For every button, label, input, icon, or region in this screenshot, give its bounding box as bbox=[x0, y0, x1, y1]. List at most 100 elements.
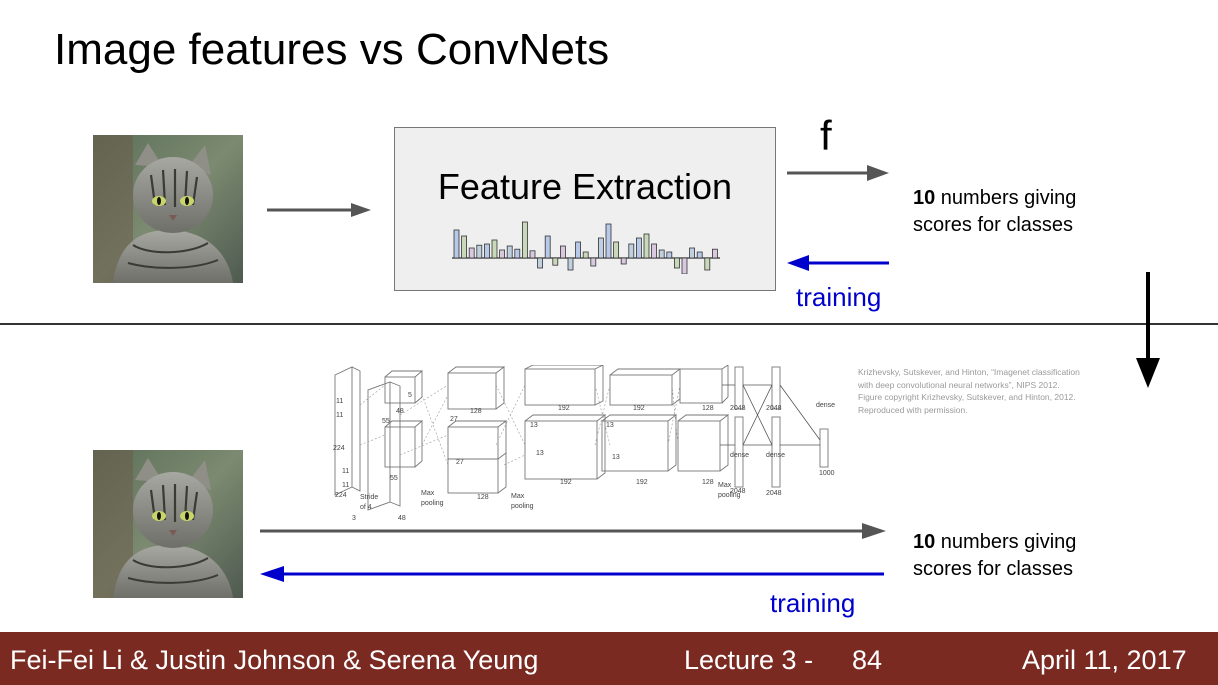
net-label-5: 5 bbox=[408, 392, 412, 399]
histogram-bar bbox=[605, 223, 612, 259]
histogram-bar bbox=[704, 257, 711, 271]
net-label-11d: 11 bbox=[342, 482, 349, 489]
net-label-13c: 13 bbox=[606, 422, 614, 429]
cat-image-bottom bbox=[93, 450, 243, 598]
net-label-192d: 192 bbox=[636, 479, 648, 486]
histogram-bar bbox=[651, 243, 658, 259]
histogram-bar bbox=[597, 237, 604, 259]
histogram-bar bbox=[643, 233, 650, 259]
net-label-dense3: dense bbox=[816, 402, 835, 409]
top-output-text: 10 numbers giving scores for classes bbox=[913, 185, 1076, 239]
histogram-bar bbox=[666, 251, 673, 259]
histogram-bar bbox=[522, 221, 528, 259]
net-label-55a: 55 bbox=[382, 418, 390, 425]
feature-histogram bbox=[452, 221, 720, 274]
cat-image-top bbox=[93, 135, 243, 283]
net-label-13d: 13 bbox=[612, 454, 620, 461]
net-label-128a: 128 bbox=[470, 408, 482, 415]
arrow-top-training bbox=[787, 255, 889, 271]
histogram-bar bbox=[628, 243, 635, 259]
histogram-bar bbox=[673, 257, 680, 269]
alexnet-diagram: 11 11 224 11 11 224 Stride of 4 3 55 55 … bbox=[333, 365, 835, 522]
histogram-bar bbox=[506, 245, 513, 259]
histogram-bar bbox=[635, 237, 642, 259]
top-training-label: training bbox=[796, 282, 882, 312]
net-label-2048a: 2048 bbox=[730, 405, 746, 412]
net-label-48a: 48 bbox=[396, 408, 404, 415]
histogram-bar bbox=[552, 257, 559, 266]
net-label-dense1: dense bbox=[730, 452, 749, 459]
net-label-3: 3 bbox=[352, 515, 356, 522]
net-label-128b: 128 bbox=[477, 494, 489, 501]
net-label-dense2: dense bbox=[766, 452, 785, 459]
histogram-bar bbox=[696, 251, 703, 259]
histogram-bar bbox=[658, 249, 665, 259]
footer-date: April 11, 2017 bbox=[1022, 645, 1187, 675]
histogram-bar bbox=[499, 249, 505, 259]
citation-text: Krizhevsky, Sutskever, and Hinton, “Imag… bbox=[858, 367, 1080, 415]
histogram-bar bbox=[590, 257, 597, 267]
function-f-label: f bbox=[820, 112, 832, 159]
net-label-of4: of 4 bbox=[360, 504, 372, 511]
histogram-bar bbox=[476, 244, 483, 259]
net-label-48b: 48 bbox=[398, 515, 406, 522]
section-divider bbox=[0, 323, 1218, 325]
net-label-2048b: 2048 bbox=[766, 405, 782, 412]
histogram-bar bbox=[484, 243, 490, 259]
slide-footer: Fei-Fei Li & Justin Johnson & Serena Yeu… bbox=[0, 632, 1218, 685]
net-label-55b: 55 bbox=[390, 475, 398, 482]
arrow-bottom-forward bbox=[260, 523, 886, 539]
footer-lecture: Lecture 3 - bbox=[684, 645, 814, 675]
histogram-bar bbox=[453, 229, 460, 259]
net-label-11a: 11 bbox=[336, 398, 343, 405]
histogram-bar bbox=[689, 247, 696, 259]
net-label-13a: 13 bbox=[530, 422, 538, 429]
arrow-to-feature-extraction bbox=[267, 203, 371, 217]
bottom-output-count: 10 bbox=[913, 531, 936, 553]
net-label-max2: Max bbox=[511, 493, 525, 500]
histogram-bar bbox=[544, 235, 551, 259]
net-label-pooling1: pooling bbox=[421, 500, 444, 507]
top-output-line1: 10 numbers giving bbox=[913, 187, 1077, 209]
footer-page-number: 84 bbox=[852, 645, 883, 675]
histogram-bar bbox=[681, 257, 688, 274]
net-label-192b: 192 bbox=[633, 405, 645, 412]
histogram-bar bbox=[620, 257, 627, 265]
net-label-11b: 11 bbox=[336, 412, 343, 419]
histogram-bar bbox=[468, 247, 475, 259]
feature-extraction-label: Feature Extraction bbox=[437, 166, 733, 207]
bottom-output-line2: scores for classes bbox=[913, 558, 1074, 580]
net-label-192a: 192 bbox=[558, 405, 570, 412]
cat-photo bbox=[93, 135, 243, 283]
net-label-224b: 224 bbox=[335, 492, 347, 499]
net-label-192c: 192 bbox=[560, 479, 572, 486]
histogram-bar bbox=[491, 239, 498, 259]
net-label-27b: 27 bbox=[456, 459, 464, 466]
net-label-11c: 11 bbox=[342, 468, 349, 475]
arrow-f-output bbox=[787, 165, 889, 181]
net-label-stride: Stride bbox=[360, 494, 378, 501]
histogram-bar bbox=[582, 251, 589, 259]
net-label-pooling2: pooling bbox=[511, 503, 534, 510]
net-label-13b: 13 bbox=[536, 450, 544, 457]
slide-title: Image features vs ConvNets bbox=[54, 25, 610, 74]
histogram-bar bbox=[575, 241, 581, 259]
net-label-128d: 128 bbox=[702, 479, 714, 486]
histogram-bar bbox=[529, 250, 536, 259]
net-label-max1: Max bbox=[421, 490, 435, 497]
net-label-pooling3: pooling bbox=[718, 492, 741, 499]
arrow-bottom-training bbox=[260, 566, 884, 582]
histogram-bar bbox=[537, 257, 543, 269]
top-output-line2: scores for classes bbox=[913, 214, 1074, 236]
bottom-output-line1: 10 numbers giving bbox=[913, 531, 1077, 553]
net-label-max3: Max bbox=[718, 482, 732, 489]
histogram-bar bbox=[711, 248, 718, 259]
top-output-count: 10 bbox=[913, 187, 936, 209]
arrow-down bbox=[1136, 272, 1160, 388]
histogram-bar bbox=[514, 248, 521, 259]
net-label-2048c: 2048 bbox=[730, 488, 746, 495]
histogram-bar bbox=[567, 257, 574, 271]
histogram-bar bbox=[461, 235, 468, 259]
feature-extraction-box bbox=[394, 127, 776, 291]
footer-authors: Fei-Fei Li & Justin Johnson & Serena Yeu… bbox=[10, 645, 539, 675]
